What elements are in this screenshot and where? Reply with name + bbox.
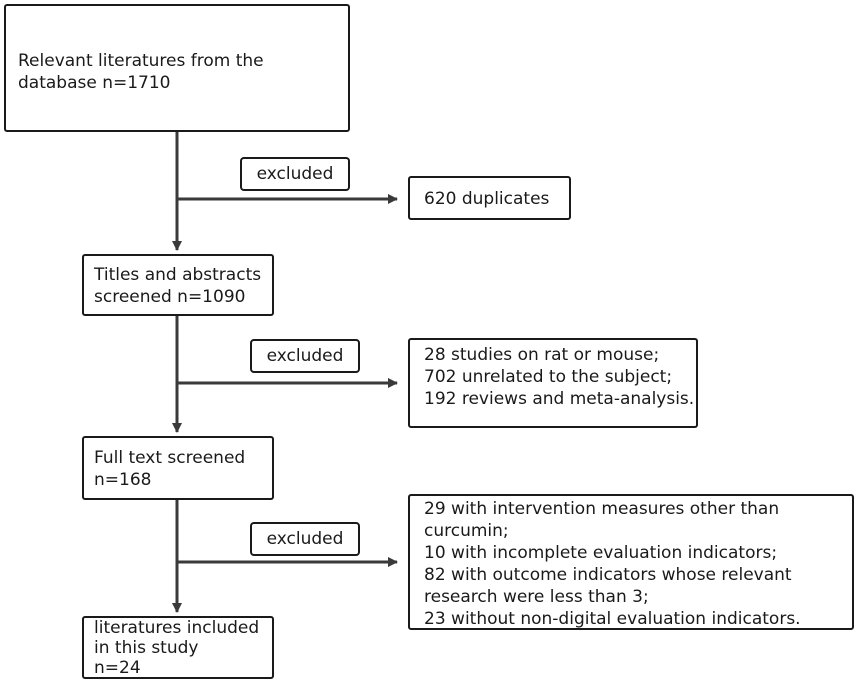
stage-text: Full text screened — [94, 448, 246, 468]
exclusion-text: 702 unrelated to the subject; — [424, 367, 673, 387]
exclusion-box-full-text: 29 with intervention measures other than… — [408, 494, 854, 630]
stage-box-titles-abstracts: Titles and abstracts screened n=1090 — [82, 254, 274, 316]
excluded-label: excluded — [240, 157, 350, 191]
stage-text: Titles and abstracts — [94, 265, 262, 285]
stage-box-database: Relevant literatures from the database n… — [4, 4, 350, 132]
exclusion-text: 620 duplicates — [424, 189, 550, 209]
stage-text: n=168 — [94, 470, 152, 490]
excluded-label: excluded — [250, 522, 360, 556]
stage-text: database n=1710 — [18, 73, 171, 93]
stage-box-included: literatures included in this study n=24 — [82, 616, 274, 679]
exclusion-text: 28 studies on rat or mouse; — [424, 345, 660, 365]
exclusion-text: research were less than 3; — [424, 587, 649, 607]
exclusion-text: curcumin; — [424, 521, 509, 541]
exclusion-text: 10 with incomplete evaluation indicators… — [424, 543, 778, 563]
stage-box-full-text: Full text screened n=168 — [82, 436, 274, 500]
exclusion-text: 29 with intervention measures other than — [424, 499, 780, 519]
stage-text: in this study — [94, 638, 199, 658]
stage-text: n=24 — [94, 658, 141, 678]
stage-text: screened n=1090 — [94, 287, 246, 307]
excluded-label: excluded — [250, 339, 360, 373]
stage-text: Relevant literatures from the — [18, 51, 264, 71]
exclusion-text: 82 with outcome indicators whose relevan… — [424, 565, 792, 585]
exclusion-text: 23 without non-digital evaluation indica… — [424, 609, 801, 629]
exclusion-box-duplicates: 620 duplicates — [408, 176, 571, 220]
exclusion-text: 192 reviews and meta-analysis. — [424, 389, 695, 409]
stage-text: literatures included — [94, 618, 260, 638]
exclusion-box-screening: 28 studies on rat or mouse; 702 unrelate… — [408, 338, 698, 428]
